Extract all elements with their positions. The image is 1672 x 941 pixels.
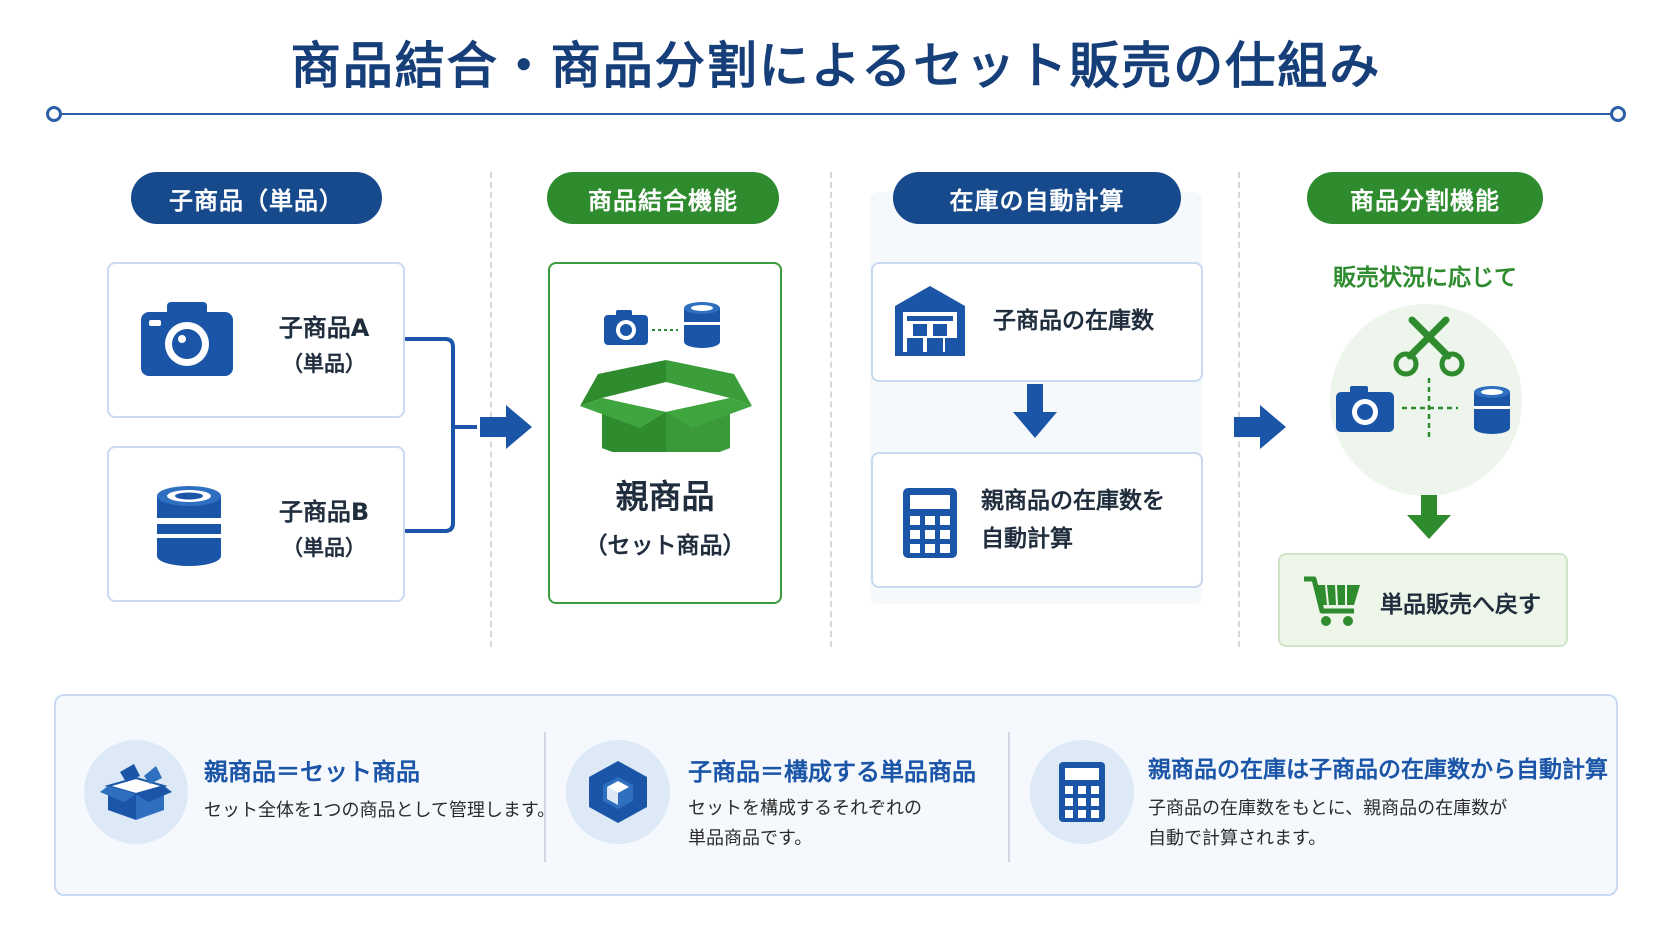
child-card-b: 子商品B （単品） <box>107 446 405 602</box>
column-divider <box>830 172 832 647</box>
parent-stock-label-line2: 自動計算 <box>981 526 1073 552</box>
split-diagram-art <box>1330 304 1522 496</box>
calculator-icon <box>903 488 957 558</box>
cart-icon <box>1302 575 1362 629</box>
down-arrow-icon <box>1013 384 1057 438</box>
box-icon <box>100 764 172 820</box>
return-to-single-card: 単品販売へ戻す <box>1278 553 1568 647</box>
return-to-single-label: 単品販売へ戻す <box>1380 592 1541 618</box>
info-box-icon-circle <box>84 740 188 844</box>
parent-product-name: 親商品 <box>615 477 715 516</box>
info-title-child: 子商品＝構成する単品商品 <box>688 758 976 786</box>
child-stock-label: 子商品の在庫数 <box>993 308 1154 334</box>
info-calculator-icon-circle <box>1030 740 1134 844</box>
parent-stock-card: 親商品の在庫数を 自動計算 <box>871 452 1203 588</box>
right-arrow-icon <box>1234 405 1286 449</box>
child-a-name: 子商品A <box>278 314 370 342</box>
child-card-a: 子商品A （単品） <box>107 262 405 418</box>
title-rule-dot-right <box>1610 106 1626 122</box>
child-b-name: 子商品B <box>278 498 370 526</box>
inventory-pill: 在庫の自動計算 <box>893 172 1181 224</box>
scissors-icon <box>1393 316 1465 377</box>
info-title-parent: 親商品＝セット商品 <box>204 758 420 786</box>
parent-stock-label-line1: 親商品の在庫数を <box>981 488 1165 514</box>
info-desc-parent-line1: セット全体を1つの商品として管理します。 <box>204 800 556 821</box>
merge-bracket <box>405 335 535 535</box>
split-pill: 商品分割機能 <box>1307 172 1543 224</box>
info-title-stock: 親商品の在庫は子商品の在庫数から自動計算 <box>1148 757 1608 783</box>
set-box-icon <box>580 302 752 452</box>
child-stock-card: 子商品の在庫数 <box>871 262 1203 382</box>
parent-product-card: 親商品 （セット商品） <box>548 262 782 604</box>
info-desc-stock-line2: 自動で計算されます。 <box>1148 828 1327 849</box>
column-divider <box>490 172 492 647</box>
down-arrow-icon <box>1407 495 1451 539</box>
cube-icon <box>589 761 647 823</box>
right-arrow-icon <box>480 405 532 449</box>
page-title: 商品結合・商品分割によるセット販売の仕組み <box>290 37 1382 95</box>
split-caption: 販売状況に応じて <box>1333 265 1517 291</box>
title-rule <box>54 113 1618 115</box>
lens-icon <box>155 484 223 566</box>
calculator-icon <box>1059 762 1105 822</box>
child-products-pill: 子商品（単品） <box>131 172 382 224</box>
info-desc-child-line1: セットを構成するそれぞれの <box>688 798 922 819</box>
panel-divider <box>544 732 546 862</box>
child-a-sub: （単品） <box>282 352 366 376</box>
info-cube-icon-circle <box>566 740 670 844</box>
panel-divider <box>1008 732 1010 862</box>
info-panel <box>54 694 1618 896</box>
info-desc-stock-line1: 子商品の在庫数をもとに、親商品の在庫数が <box>1148 798 1508 819</box>
title-rule-dot-left <box>46 106 62 122</box>
parent-product-sub: （セット商品） <box>584 533 746 559</box>
camera-icon <box>139 300 235 378</box>
column-divider <box>1238 172 1240 647</box>
warehouse-icon <box>893 284 967 358</box>
child-b-sub: （単品） <box>282 536 366 560</box>
combine-pill: 商品結合機能 <box>547 172 779 224</box>
info-desc-child-line2: 単品商品です。 <box>688 828 813 849</box>
